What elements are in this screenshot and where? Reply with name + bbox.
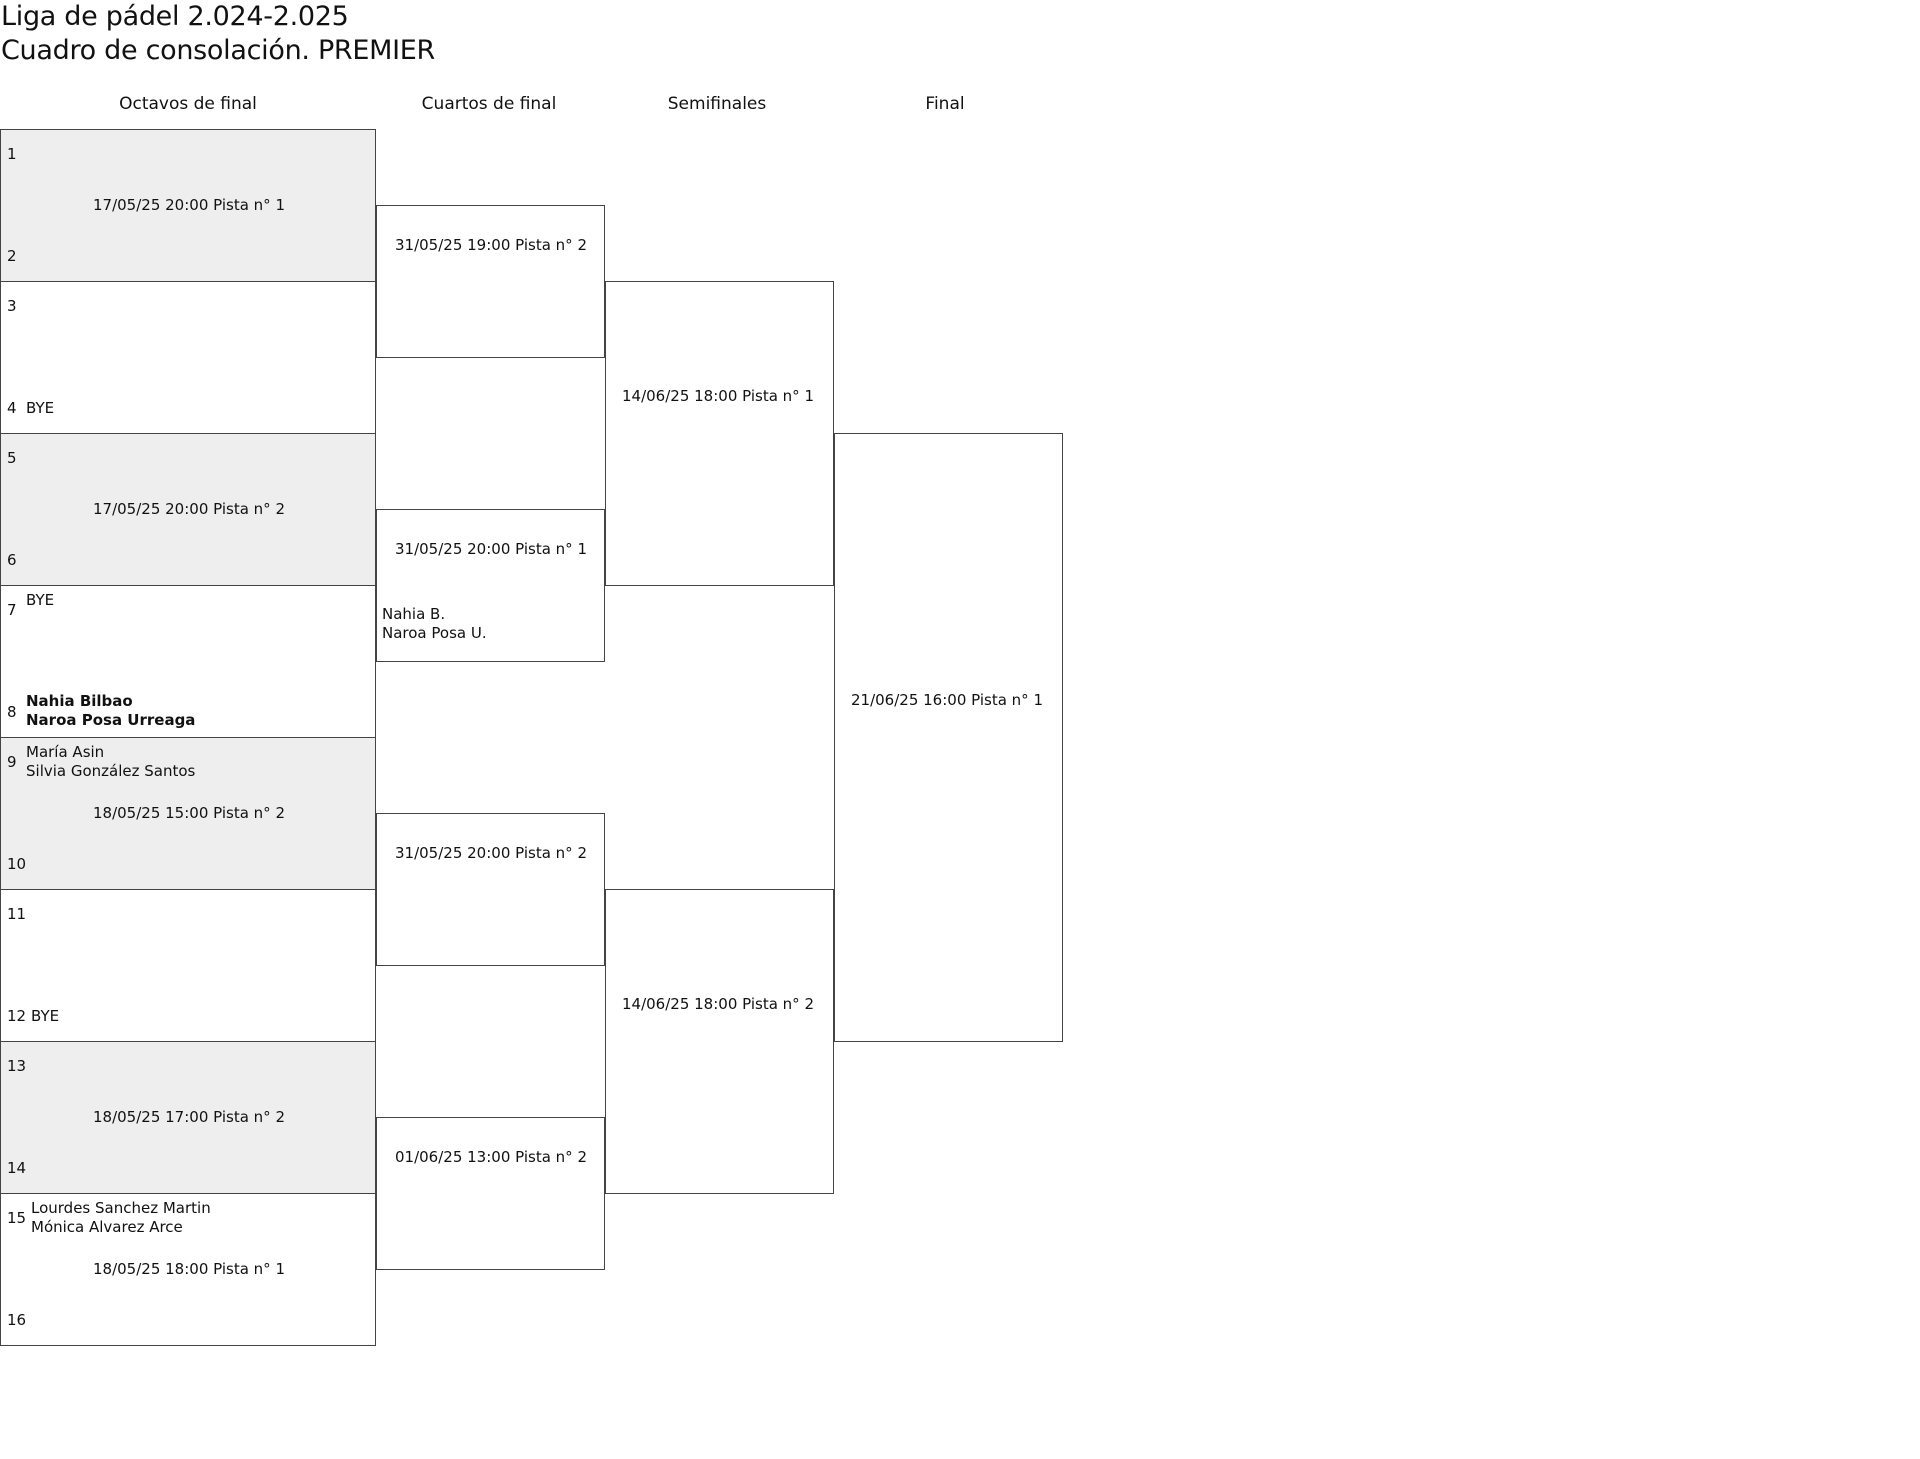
match-box-octavos: 1 2 17/05/25 20:00 Pista n° 1 (0, 129, 376, 282)
match-schedule: 18/05/25 17:00 Pista n° 2 (93, 1108, 285, 1126)
seed-number: 3 (7, 297, 17, 315)
seed-number: 10 (7, 855, 27, 873)
match-box-semifinal: 14/06/25 18:00 Pista n° 1 (605, 281, 834, 586)
seed-number: 12 (7, 1007, 27, 1025)
team-name: María Asin (26, 743, 105, 761)
team-name: BYE (26, 591, 55, 609)
seed-number: 6 (7, 551, 17, 569)
match-schedule: 17/05/25 20:00 Pista n° 2 (93, 500, 285, 518)
seed-number: 11 (7, 905, 27, 923)
round-header-cuartos: Cuartos de final (421, 94, 557, 114)
match-schedule: 14/06/25 18:00 Pista n° 1 (622, 387, 814, 405)
seed-number: 1 (7, 145, 17, 163)
team-name: Silvia González Santos (26, 762, 196, 780)
match-schedule: 21/06/25 16:00 Pista n° 1 (851, 691, 1043, 709)
match-box-cuartos: 31/05/25 20:00 Pista n° 1 Nahia B.Naroa P… (376, 509, 605, 662)
page-subtitle: Cuadro de consolación. PREMIER (1, 35, 436, 66)
round-header-octavos: Octavos de final (119, 94, 257, 114)
page-title: Liga de pádel 2.024-2.025 (1, 1, 349, 32)
team-name: Lourdes Sanchez Martin (31, 1199, 211, 1217)
seed-number: 5 (7, 449, 17, 467)
seed-number: 15 (7, 1209, 27, 1227)
seed-number: 7 (7, 601, 17, 619)
match-schedule: 31/05/25 19:00 Pista n° 2 (395, 236, 587, 254)
match-box-cuartos: 31/05/25 19:00 Pista n° 2 (376, 205, 605, 358)
seed-number: 8 (7, 703, 17, 721)
match-schedule: 14/06/25 18:00 Pista n° 2 (622, 995, 814, 1013)
match-schedule: 31/05/25 20:00 Pista n° 1 (395, 540, 587, 558)
round-header-final: Final (925, 94, 965, 114)
seed-number: 2 (7, 247, 17, 265)
round-header-semifinales: Semifinales (667, 94, 767, 114)
team-name: Mónica Alvarez Arce (31, 1218, 183, 1236)
seed-number: 14 (7, 1159, 27, 1177)
match-box-cuartos: 01/06/25 13:00 Pista n° 2 (376, 1117, 605, 1270)
team-name: BYE (26, 399, 55, 417)
seed-number: 16 (7, 1311, 27, 1329)
seed-number: 13 (7, 1057, 27, 1075)
match-schedule: 18/05/25 18:00 Pista n° 1 (93, 1260, 285, 1278)
match-box-octavos: 3 4 BYE (0, 281, 376, 434)
match-box-octavos: 5 6 17/05/25 20:00 Pista n° 2 (0, 433, 376, 586)
seed-number: 4 (7, 399, 17, 417)
match-box-cuartos: 31/05/25 20:00 Pista n° 2 (376, 813, 605, 966)
team-name: BYE (31, 1007, 60, 1025)
team-name: Naroa Posa U. (382, 624, 487, 642)
match-box-semifinal: 14/06/25 18:00 Pista n° 2 (605, 889, 834, 1194)
match-schedule: 18/05/25 15:00 Pista n° 2 (93, 804, 285, 822)
team-name: Naroa Posa Urreaga (26, 711, 196, 729)
team-name: Nahia Bilbao (26, 692, 133, 710)
seed-number: 9 (7, 753, 17, 771)
match-schedule: 17/05/25 20:00 Pista n° 1 (93, 196, 285, 214)
match-box-octavos: 13 14 18/05/25 17:00 Pista n° 2 (0, 1041, 376, 1194)
team-name: Nahia B. (382, 605, 446, 623)
match-schedule: 31/05/25 20:00 Pista n° 2 (395, 844, 587, 862)
match-box-final: 21/06/25 16:00 Pista n° 1 (834, 433, 1063, 1042)
match-schedule: 01/06/25 13:00 Pista n° 2 (395, 1148, 587, 1166)
